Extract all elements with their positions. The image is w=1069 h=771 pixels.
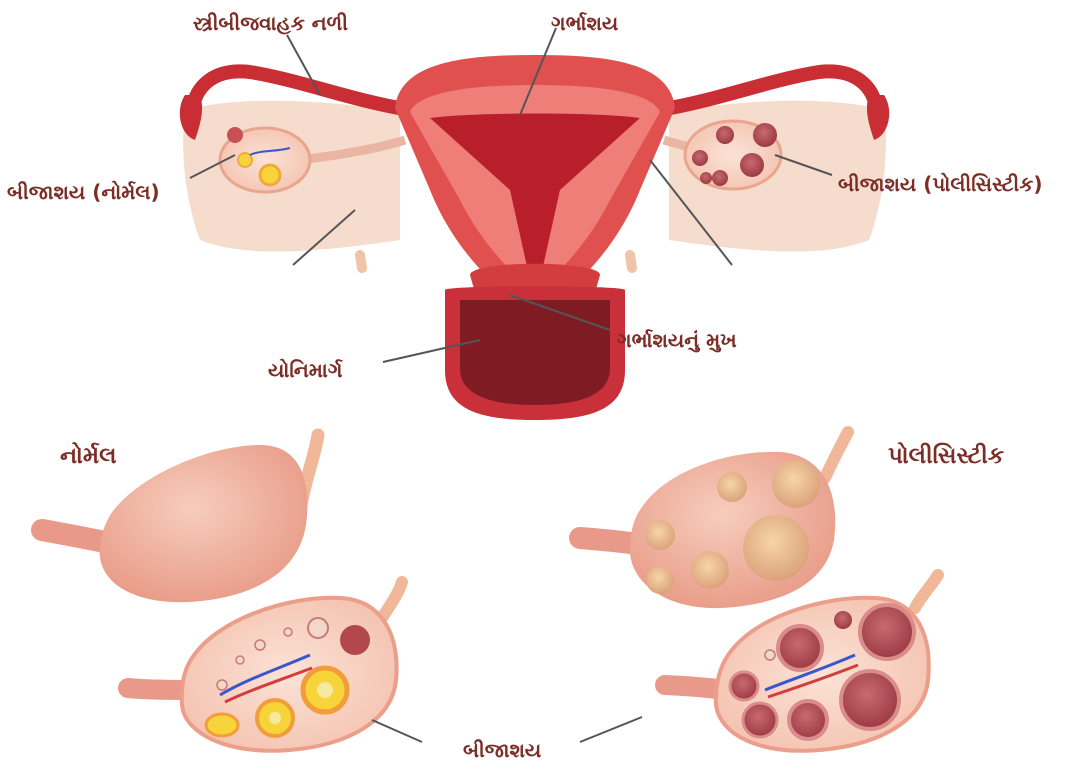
cyst	[712, 170, 728, 186]
cyst	[716, 126, 734, 144]
primordial-follicle	[217, 680, 227, 690]
cyst	[740, 153, 764, 177]
follicle	[206, 714, 238, 736]
cyst	[841, 671, 899, 729]
label-normal: નોર્મલ	[60, 442, 117, 470]
fallopian-stub	[825, 432, 848, 478]
primordial-follicle	[284, 628, 292, 636]
primordial-follicle	[765, 650, 775, 660]
leader-line-ovary-right	[580, 717, 642, 742]
label-cervix: ગર્ભાશયનું મુખ	[617, 328, 737, 352]
label-uterus: ગર્ભાશય	[551, 11, 618, 35]
cyst	[753, 123, 777, 147]
corpus-albicans	[308, 618, 328, 638]
label-vagina: યોનિમાર્ગ	[268, 358, 342, 382]
cyst	[692, 150, 708, 166]
cyst	[700, 172, 712, 184]
cyst	[743, 703, 777, 737]
cyst	[743, 515, 809, 581]
cyst	[646, 566, 674, 594]
follicle	[317, 682, 333, 698]
cyst	[789, 701, 827, 739]
primordial-follicle	[236, 656, 244, 664]
leader-line-ovary-left	[372, 720, 422, 742]
normal-ovary-section	[128, 582, 402, 751]
corpus-luteum	[227, 127, 243, 143]
follicle	[238, 153, 252, 167]
ovary-shape	[100, 445, 308, 602]
primordial-follicle	[255, 640, 265, 650]
vaginal-canal	[460, 300, 610, 405]
label-ovary-normal: બીજાશય (નોર્મલ)	[7, 180, 160, 204]
label-ovary-polycystic: બીજાશય (પોલીસિસ્ટીક)	[838, 172, 1042, 196]
fallopian-stub	[915, 575, 938, 608]
label-ovary: બીજાશય	[463, 738, 541, 762]
cyst	[772, 460, 820, 508]
cyst	[691, 551, 729, 589]
follicle	[269, 712, 281, 724]
label-polycystic: પોલીસિસ્ટીક	[888, 442, 1004, 470]
ovarian-ligament	[128, 688, 188, 690]
round-ligament-left	[360, 255, 362, 268]
corpus-luteum	[340, 625, 370, 655]
cyst	[717, 472, 747, 502]
label-fallopian-tube: સ્ત્રીબીજવાહક નળી	[193, 11, 348, 35]
cyst	[860, 605, 914, 659]
cyst	[645, 520, 675, 550]
follicle	[260, 165, 280, 185]
cyst	[730, 672, 758, 700]
round-ligament-right	[630, 255, 632, 268]
cyst	[778, 626, 822, 670]
fallopian-stub	[382, 582, 402, 618]
cyst	[834, 611, 852, 629]
polycystic-ovary-external	[580, 432, 848, 608]
